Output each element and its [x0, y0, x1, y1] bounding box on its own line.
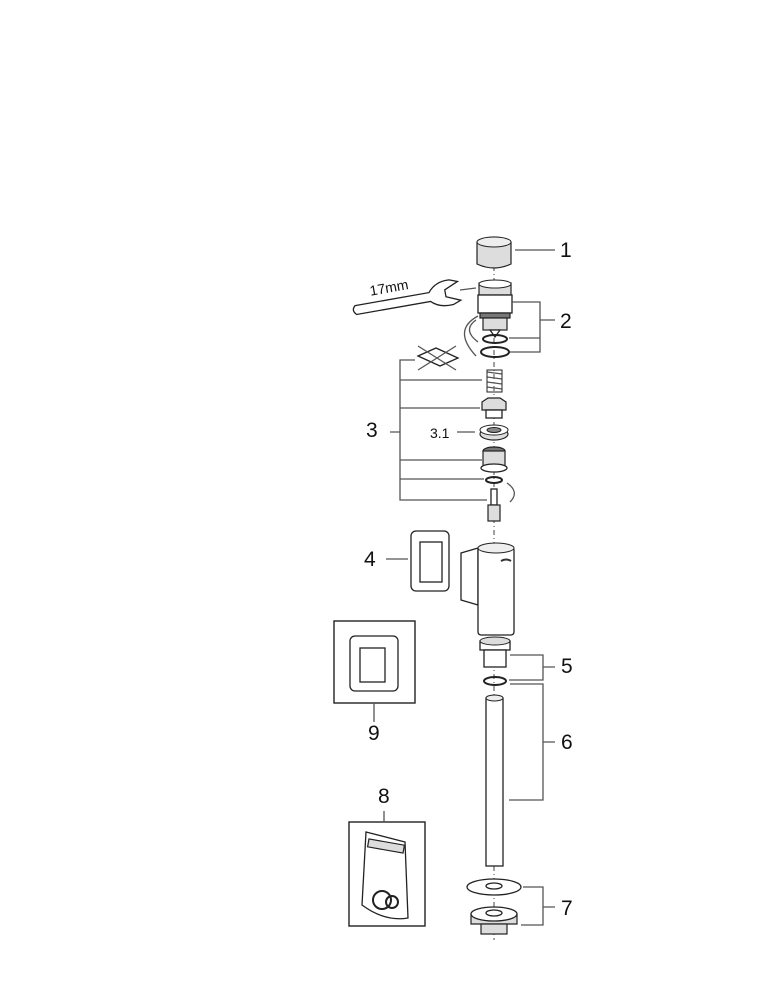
part-3-valve-seat[interactable]: [480, 446, 508, 473]
wrench-arrow: [459, 287, 477, 291]
rotate-arrow-icon-2: [506, 482, 515, 503]
label-1: 1: [560, 239, 572, 262]
bracket-7: [521, 886, 555, 926]
bracket-3: [390, 359, 487, 501]
part-3-spring[interactable]: [486, 369, 503, 393]
label-4: 4: [364, 548, 376, 571]
part-6-pipe[interactable]: [485, 694, 504, 867]
valve-body[interactable]: [460, 542, 515, 636]
crossed-gasket-icon: [416, 345, 460, 371]
label-5: 5: [561, 655, 573, 678]
part-7-washer[interactable]: [466, 878, 522, 896]
part-3-nut[interactable]: [481, 397, 507, 419]
part-9-box[interactable]: [333, 620, 416, 704]
bracket-5: [509, 654, 555, 681]
part-2-cartridge[interactable]: [477, 279, 513, 358]
part-7-nut[interactable]: [470, 906, 518, 935]
label-3-1: 3.1: [430, 425, 450, 441]
part-5-oring[interactable]: [483, 676, 507, 686]
part-4-rosette[interactable]: [410, 530, 450, 592]
part-8-box[interactable]: [348, 821, 426, 927]
wrench-icon: 17mm: [352, 276, 463, 316]
wrench-size-label: 17mm: [368, 276, 409, 299]
label-6: 6: [561, 731, 573, 754]
part-5-sleeve[interactable]: [479, 636, 511, 668]
label-7: 7: [561, 897, 573, 920]
bracket-6: [509, 683, 555, 801]
part-3-pin[interactable]: [487, 488, 501, 522]
part-3-1-washer[interactable]: [479, 424, 509, 441]
part-1-cap[interactable]: [476, 236, 512, 269]
label-2: 2: [560, 310, 572, 333]
bracket-2: [509, 301, 555, 353]
label-3: 3: [366, 419, 378, 442]
rotate-arrow-icon: [463, 315, 479, 357]
part-3-oring[interactable]: [485, 476, 503, 484]
label-8: 8: [378, 785, 390, 808]
label-9: 9: [368, 722, 380, 745]
